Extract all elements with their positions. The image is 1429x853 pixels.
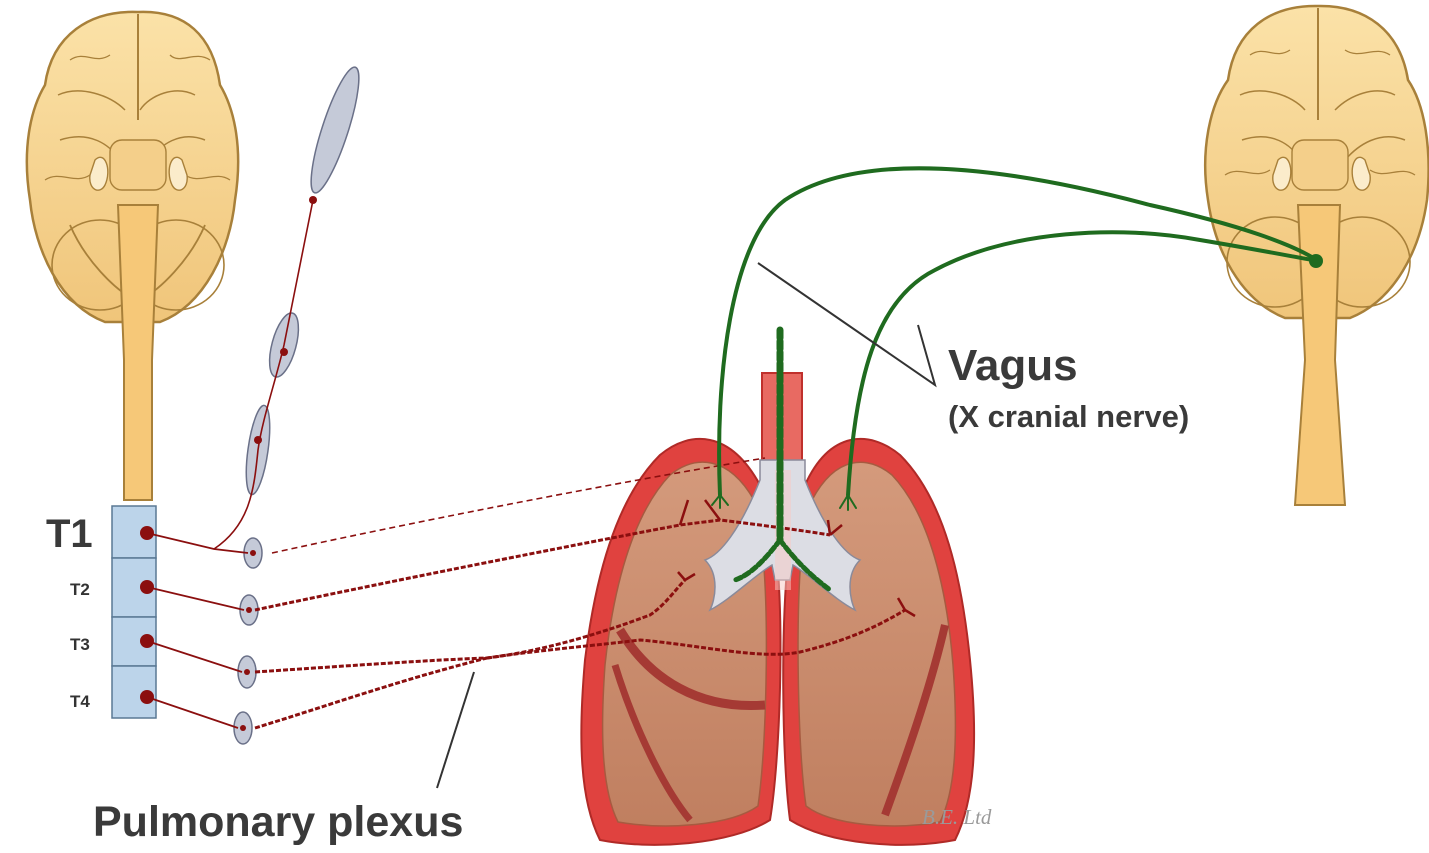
segment-label-t4: T4	[70, 692, 90, 711]
brain-left	[27, 12, 238, 500]
brain-left-icon	[27, 12, 238, 500]
spinal-cord-segments	[112, 506, 156, 718]
segment-label-t2: T2	[70, 580, 90, 599]
plexus-pointer-line	[437, 672, 474, 788]
segment-label-t1: T1	[46, 512, 93, 556]
pulmonary-plexus-label: Pulmonary plexus	[93, 798, 463, 846]
vagus-subtitle-label: (X cranial nerve)	[948, 399, 1189, 434]
vagus-pointer-line	[758, 263, 935, 385]
vagus-label: Vagus	[948, 341, 1078, 390]
preganglionic-fibres	[147, 533, 248, 728]
segment-label-t3: T3	[70, 635, 90, 654]
ganglion-icon	[302, 63, 368, 197]
watermark: B.E. Ltd	[922, 805, 992, 829]
